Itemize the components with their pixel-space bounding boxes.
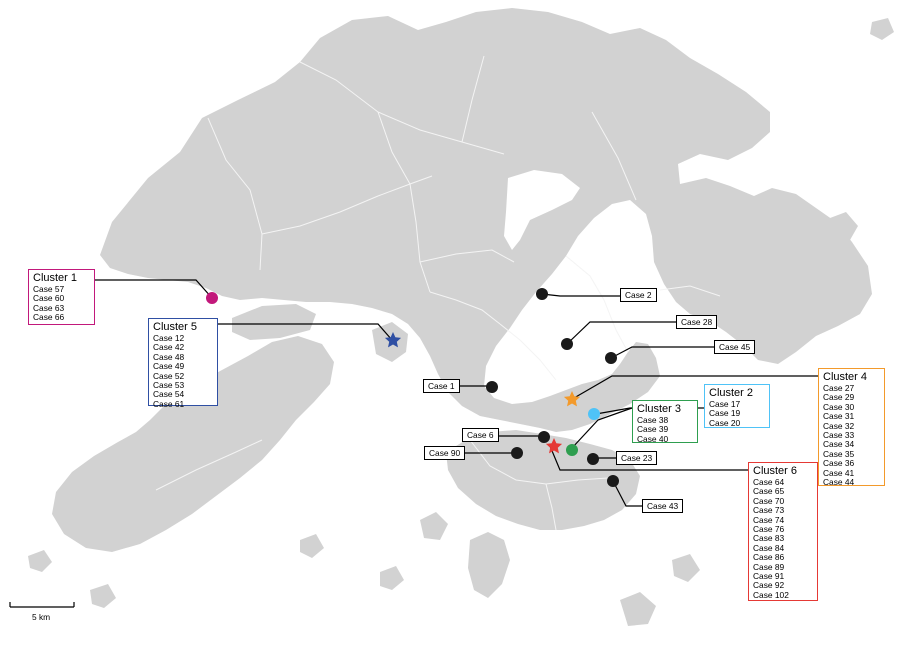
cluster-case: Case 54 <box>153 389 185 400</box>
cluster-case: Case 42 <box>153 342 185 353</box>
cluster-6-marker[interactable] <box>545 438 563 454</box>
cluster-case: Case 40 <box>637 433 669 444</box>
cluster-case: Case 48 <box>153 351 185 362</box>
cluster-case: Case 102 <box>753 589 789 600</box>
lantau-island <box>52 336 334 552</box>
cluster-case: Case 32 <box>823 420 855 431</box>
leader-cluster-1 <box>95 279 213 299</box>
district-boundaries <box>155 55 721 531</box>
cluster-case: Case 41 <box>823 467 855 478</box>
case-2-label[interactable]: Case 2 <box>620 288 657 302</box>
cluster-case: Case 19 <box>709 408 741 419</box>
cluster-case: Case 70 <box>753 495 785 506</box>
cluster-case: Case 63 <box>33 302 65 313</box>
case-2-marker[interactable] <box>536 288 548 300</box>
airport-island <box>232 304 316 340</box>
tolo-inlet <box>504 170 580 250</box>
cluster-2-box: Cluster 2 Case 17 Case 19 Case 20 <box>704 384 770 428</box>
cluster-2-title: Cluster 2 <box>709 387 754 399</box>
lamma-island <box>468 532 510 598</box>
mainland-landmass <box>100 8 872 432</box>
cluster-case: Case 61 <box>153 398 185 409</box>
cluster-case: Case 60 <box>33 293 65 304</box>
leader-case-28 <box>566 321 676 345</box>
cluster-case: Case 31 <box>823 411 855 422</box>
case-1-marker[interactable] <box>486 381 498 393</box>
cluster-case: Case 44 <box>823 477 855 488</box>
leader-cluster-6 <box>549 445 748 471</box>
case-1-label[interactable]: Case 1 <box>423 379 460 393</box>
cluster-3-marker[interactable] <box>566 444 578 456</box>
cluster-case: Case 34 <box>823 439 855 450</box>
case-45-marker[interactable] <box>605 352 617 364</box>
case-23-label[interactable]: Case 23 <box>616 451 658 465</box>
scale-bar <box>9 602 75 608</box>
cluster-case: Case 38 <box>637 415 669 425</box>
cluster-case: Case 83 <box>753 533 785 544</box>
cluster-case: Case 52 <box>153 370 185 381</box>
leader-case-2 <box>541 293 620 297</box>
cluster-case: Case 91 <box>753 571 785 582</box>
cluster-case: Case 30 <box>823 401 855 412</box>
leader-cluster-5 <box>218 323 393 341</box>
leader-cluster-4 <box>573 375 818 399</box>
cluster-6-box: Cluster 6 Case 64 Case 65 Case 70 Case 7… <box>748 462 818 601</box>
case-28-marker[interactable] <box>561 338 573 350</box>
cluster-case: Case 57 <box>33 284 65 294</box>
cluster-case: Case 27 <box>823 383 855 393</box>
case-43-label[interactable]: Case 43 <box>642 499 684 513</box>
cluster-1-marker[interactable] <box>206 292 218 304</box>
cluster-case: Case 84 <box>753 542 785 553</box>
cluster-1-title: Cluster 1 <box>33 272 78 284</box>
cluster-case: Case 74 <box>753 514 785 525</box>
cluster-4-title: Cluster 4 <box>823 371 868 383</box>
case-23-marker[interactable] <box>587 453 599 465</box>
scale-bar-label: 5 km <box>32 612 51 622</box>
cluster-3-box: Cluster 3 Case 38 Case 39 Case 40 <box>632 400 698 444</box>
western-islands <box>28 550 116 608</box>
cluster-case: Case 89 <box>753 561 785 572</box>
leader-cluster-3 <box>571 407 633 449</box>
cluster-case: Case 12 <box>153 333 185 343</box>
cluster-case: Case 92 <box>753 580 785 591</box>
cluster-case: Case 65 <box>753 486 785 497</box>
cluster-5-title: Cluster 5 <box>153 321 198 333</box>
cluster-4-box: Cluster 4 Case 27 Case 29 Case 30 Case 3… <box>818 368 885 488</box>
cluster-case: Case 39 <box>637 424 669 435</box>
cluster-1-box: Cluster 1 Case 57 Case 60 Case 63 Case 6… <box>28 269 95 325</box>
cluster-3-title: Cluster 3 <box>637 403 682 415</box>
cluster-case: Case 36 <box>823 458 855 469</box>
cluster-5-marker[interactable] <box>384 332 402 348</box>
cluster-case: Case 86 <box>753 552 785 563</box>
case-28-label[interactable]: Case 28 <box>676 315 718 329</box>
leader-lines <box>95 279 818 507</box>
case-90-label[interactable]: Case 90 <box>424 446 466 460</box>
cluster-case: Case 33 <box>823 430 855 441</box>
leader-case-45 <box>610 346 714 359</box>
case-markers <box>206 288 619 487</box>
case-43-marker[interactable] <box>607 475 619 487</box>
cluster-case: Case 53 <box>153 380 185 391</box>
leader-case-43 <box>612 480 642 507</box>
cluster-6-title: Cluster 6 <box>753 465 798 477</box>
cluster-case: Case 66 <box>33 312 65 323</box>
cluster-case: Case 17 <box>709 399 741 409</box>
cluster-2-marker[interactable] <box>588 408 600 420</box>
cluster-case: Case 29 <box>823 392 855 403</box>
case-45-label[interactable]: Case 45 <box>714 340 756 354</box>
cluster-4-marker[interactable] <box>563 391 581 407</box>
case-6-label[interactable]: Case 6 <box>462 428 499 442</box>
cluster-case: Case 76 <box>753 524 785 535</box>
case-90-marker[interactable] <box>511 447 523 459</box>
cluster-case: Case 73 <box>753 505 785 516</box>
cluster-5-box: Cluster 5 Case 12 Case 42 Case 48 Case 4… <box>148 318 218 409</box>
case-6-marker[interactable] <box>538 431 550 443</box>
cluster-case: Case 20 <box>709 417 741 428</box>
cluster-case: Case 64 <box>753 477 785 487</box>
eastern-islands <box>780 18 894 284</box>
cluster-case: Case 49 <box>153 361 185 372</box>
cluster-case: Case 35 <box>823 448 855 459</box>
